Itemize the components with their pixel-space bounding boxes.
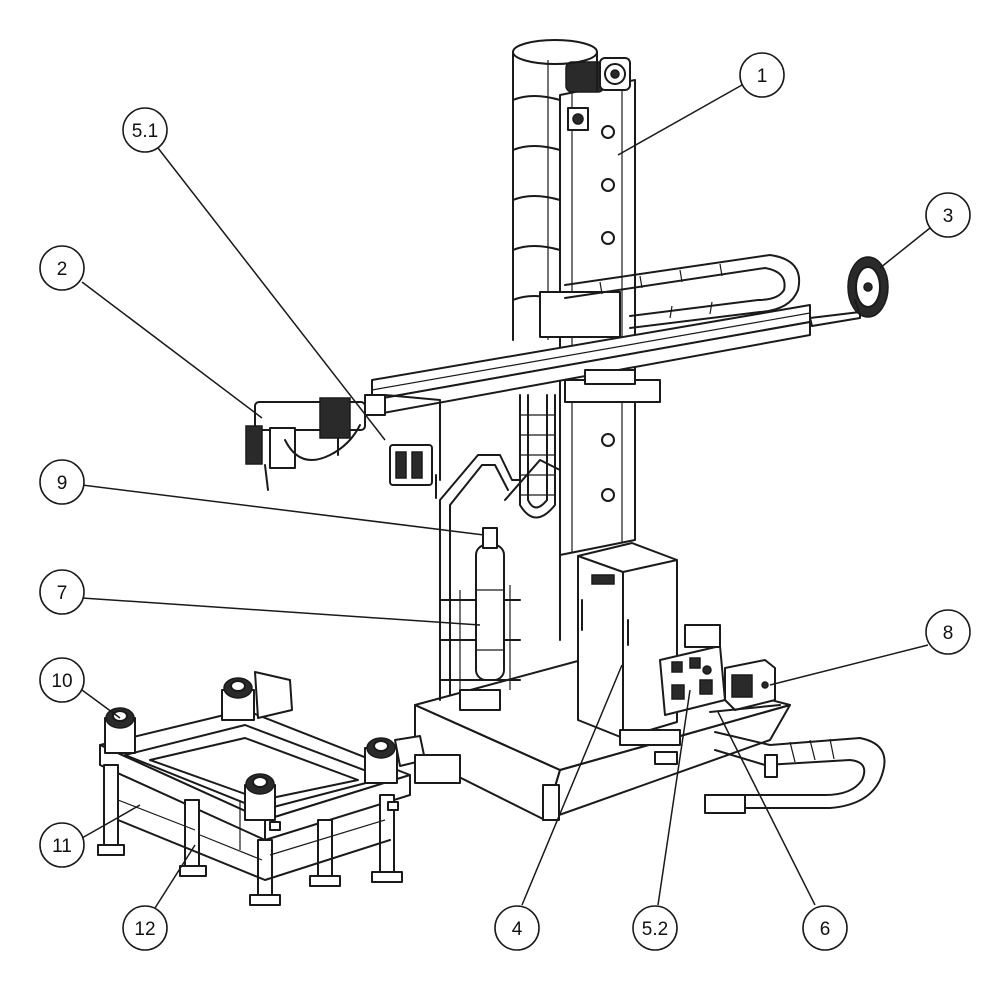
svg-text:5.1: 5.1 <box>132 121 158 142</box>
roller-rear-left <box>221 671 293 721</box>
leader-1 <box>617 84 743 156</box>
leader-5-2 <box>657 689 691 906</box>
svg-text:8: 8 <box>943 623 954 644</box>
callout-5-1: 5.1 <box>122 107 168 153</box>
boom-cable-chain <box>564 254 801 329</box>
roller-bed-frame <box>97 709 411 906</box>
svg-text:1: 1 <box>757 66 768 87</box>
leader-5-1 <box>157 147 386 441</box>
svg-text:6: 6 <box>820 919 831 940</box>
leader-12 <box>154 844 196 909</box>
control-cabinet <box>577 542 681 746</box>
roller-front-left <box>104 707 136 754</box>
leader-2 <box>81 281 263 419</box>
leader-9 <box>81 484 485 536</box>
operator-control-panel <box>659 624 726 716</box>
turning-rollers <box>104 671 461 821</box>
callout-1: 1 <box>739 52 785 98</box>
callout-5-2: 5.2 <box>632 905 678 951</box>
leader-4 <box>521 664 623 906</box>
leader-lines <box>81 84 931 909</box>
svg-text:2: 2 <box>57 259 68 280</box>
callout-4: 4 <box>494 905 540 951</box>
callout-6: 6 <box>802 905 848 951</box>
svg-text:11: 11 <box>52 836 72 857</box>
floor-cable-chain <box>704 731 886 814</box>
roller-front-right <box>244 773 276 821</box>
callout-7: 7 <box>39 569 85 615</box>
callout-12: 12 <box>122 905 168 951</box>
callout-3: 3 <box>925 192 971 238</box>
vertical-cable-chain <box>519 394 556 519</box>
callout-9: 9 <box>39 459 85 505</box>
flux-recovery-unit <box>384 394 441 499</box>
callout-8: 8 <box>925 609 971 655</box>
leader-11 <box>81 804 141 839</box>
leader-3 <box>879 227 931 269</box>
gas-cylinder <box>475 527 505 681</box>
svg-text:9: 9 <box>57 473 68 494</box>
leader-6 <box>717 711 816 906</box>
horizontal-boom <box>371 291 861 416</box>
top-motor <box>565 57 631 93</box>
svg-text:10: 10 <box>51 671 72 692</box>
svg-text:4: 4 <box>512 919 523 940</box>
svg-text:5.2: 5.2 <box>642 919 668 940</box>
leader-7 <box>81 597 481 626</box>
roller-rear-right <box>364 735 461 784</box>
svg-text:12: 12 <box>134 919 155 940</box>
callout-11: 11 <box>39 822 85 868</box>
welding-head <box>245 394 386 491</box>
wire-reel <box>847 256 889 318</box>
welding-power-source <box>709 659 781 713</box>
callout-2: 2 <box>39 245 85 291</box>
callout-10: 10 <box>39 657 85 703</box>
leader-10 <box>81 689 121 719</box>
svg-text:7: 7 <box>57 583 68 604</box>
leader-8 <box>769 644 929 686</box>
svg-text:3: 3 <box>943 206 954 227</box>
